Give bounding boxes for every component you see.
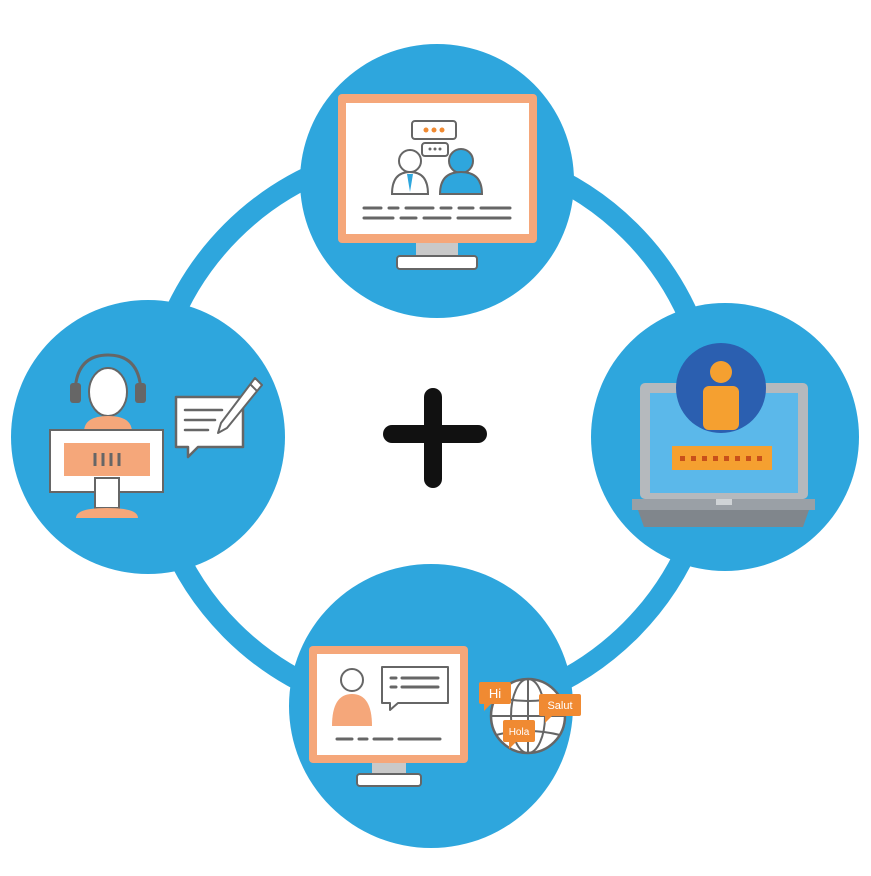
video-chat-translation-icon: Hi Salut Hola xyxy=(309,646,581,787)
plus-icon xyxy=(383,388,487,488)
pencil-icon xyxy=(217,377,263,434)
speech-bubble-salut: Salut xyxy=(539,694,581,723)
node-left xyxy=(11,300,285,574)
support-agent-notes-icon xyxy=(49,353,263,518)
speech-bubble-hola: Hola xyxy=(503,720,535,749)
laptop-login-icon xyxy=(632,343,815,527)
center-symbol: + xyxy=(0,0,1,1)
svg-text:Salut: Salut xyxy=(547,700,572,712)
node-top xyxy=(300,44,574,318)
video-meeting-monitor-icon xyxy=(338,94,537,270)
svg-text:Hi: Hi xyxy=(489,686,501,701)
node-bottom: Hi Salut Hola xyxy=(289,564,581,848)
svg-text:Hola: Hola xyxy=(509,727,530,738)
speech-bubble-hi: Hi xyxy=(479,682,511,711)
node-right xyxy=(591,303,859,571)
